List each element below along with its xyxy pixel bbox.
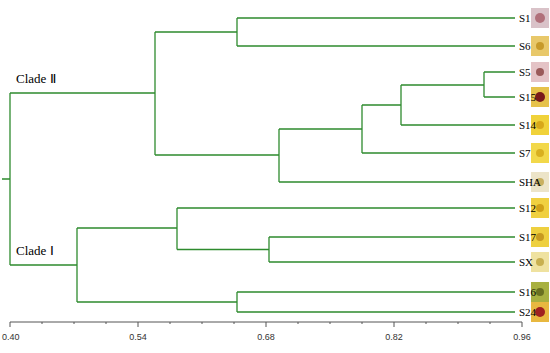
axis-tick-label: 0.40 [2,333,20,342]
leaf-label: S15 [519,92,536,103]
leaf-label: SHA [519,177,541,188]
leaf-label: S12 [519,203,536,214]
axis-tick-label: 0.68 [257,333,275,342]
leaf-label: S5 [519,67,531,78]
axis-tick-label: 0.96 [513,333,531,342]
leaf-label: S16 [519,287,536,298]
leaf-label: SX [519,257,533,268]
leaf-label: S24 [519,307,536,318]
axis-tick-label: 0.54 [129,333,147,342]
leaf-label: S1 [519,13,531,24]
clade-label: Clade Ⅱ [16,72,56,85]
leaf-label: S17 [519,232,536,243]
leaf-label: S7 [519,148,531,159]
clade-label: Clade Ⅰ [16,244,54,257]
leaf-label: S14 [519,120,536,131]
leaf-label: S6 [519,41,531,52]
axis-tick-label: 0.82 [385,333,403,342]
